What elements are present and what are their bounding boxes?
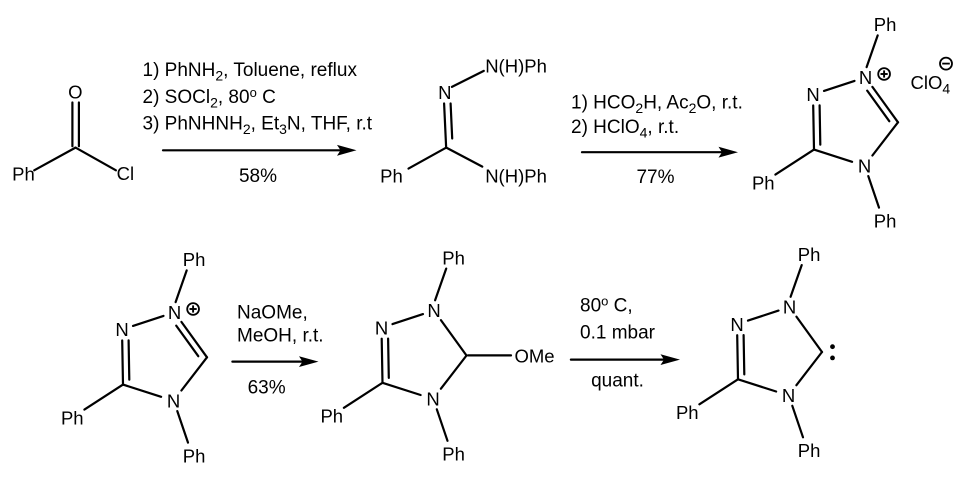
svg-text:Ph: Ph <box>798 440 821 461</box>
svg-text:Ph: Ph <box>798 244 821 265</box>
svg-text:80o​ C,: 80o​ C, <box>580 294 633 317</box>
svg-text:N: N <box>438 82 451 103</box>
svg-text:N: N <box>375 317 388 338</box>
svg-text:2) SOCl2​, 80o​ C: 2) SOCl2​, 80o​ C <box>143 85 276 111</box>
svg-text:OMe: OMe <box>515 345 555 366</box>
svg-text:N: N <box>427 300 440 321</box>
svg-text:Ph: Ph <box>442 247 465 268</box>
svg-text:N: N <box>858 155 871 176</box>
svg-text:N: N <box>115 319 128 340</box>
svg-text:Ph: Ph <box>676 402 699 423</box>
svg-text:Ph: Ph <box>183 446 206 467</box>
svg-text:NaOMe,: NaOMe, <box>237 303 308 324</box>
svg-text:Ph: Ph <box>12 164 35 185</box>
svg-text:N(H)Ph: N(H)Ph <box>485 55 547 76</box>
svg-text:Ph: Ph <box>752 173 775 194</box>
svg-text:N: N <box>168 302 181 323</box>
svg-text:N: N <box>426 389 439 410</box>
svg-text:N: N <box>859 67 872 88</box>
svg-text:N: N <box>806 84 819 105</box>
svg-text:Ph: Ph <box>874 14 897 35</box>
svg-text:N: N <box>730 314 743 335</box>
svg-text:Ph: Ph <box>380 166 403 187</box>
svg-text:Ph: Ph <box>61 408 84 429</box>
svg-text:1) PhNH2​, Toluene, reflux: 1) PhNH2​, Toluene, reflux <box>143 60 358 84</box>
svg-text:77%: 77% <box>636 167 674 188</box>
svg-text:ClO4​: ClO4​ <box>911 72 951 97</box>
svg-text:3) PhNHNH2​, Et3​N, THF, r.t: 3) PhNHNH2​, Et3​N, THF, r.t <box>143 114 373 138</box>
svg-text:1) HCO2​H, Ac2​O, r.t.: 1) HCO2​H, Ac2​O, r.t. <box>571 93 743 117</box>
svg-text:Cl: Cl <box>117 163 134 184</box>
svg-text:58%: 58% <box>239 166 277 187</box>
svg-text:N: N <box>783 297 796 318</box>
svg-text:O: O <box>68 81 82 102</box>
svg-text:N: N <box>167 390 180 411</box>
svg-text:0.1 mbar: 0.1 mbar <box>580 323 656 344</box>
svg-text:Ph: Ph <box>183 249 206 270</box>
svg-text:Ph: Ph <box>320 406 343 427</box>
svg-text:quant.: quant. <box>591 371 644 392</box>
svg-text:Ph: Ph <box>874 211 897 232</box>
svg-text:N(H)Ph: N(H)Ph <box>485 166 547 187</box>
svg-text:2) HClO4​, r.t.: 2) HClO4​, r.t. <box>571 117 679 141</box>
svg-text:MeOH, r.t.: MeOH, r.t. <box>237 326 324 347</box>
svg-text:Ph: Ph <box>442 444 465 465</box>
svg-text:N: N <box>782 385 795 406</box>
svg-text:63%: 63% <box>248 378 286 399</box>
